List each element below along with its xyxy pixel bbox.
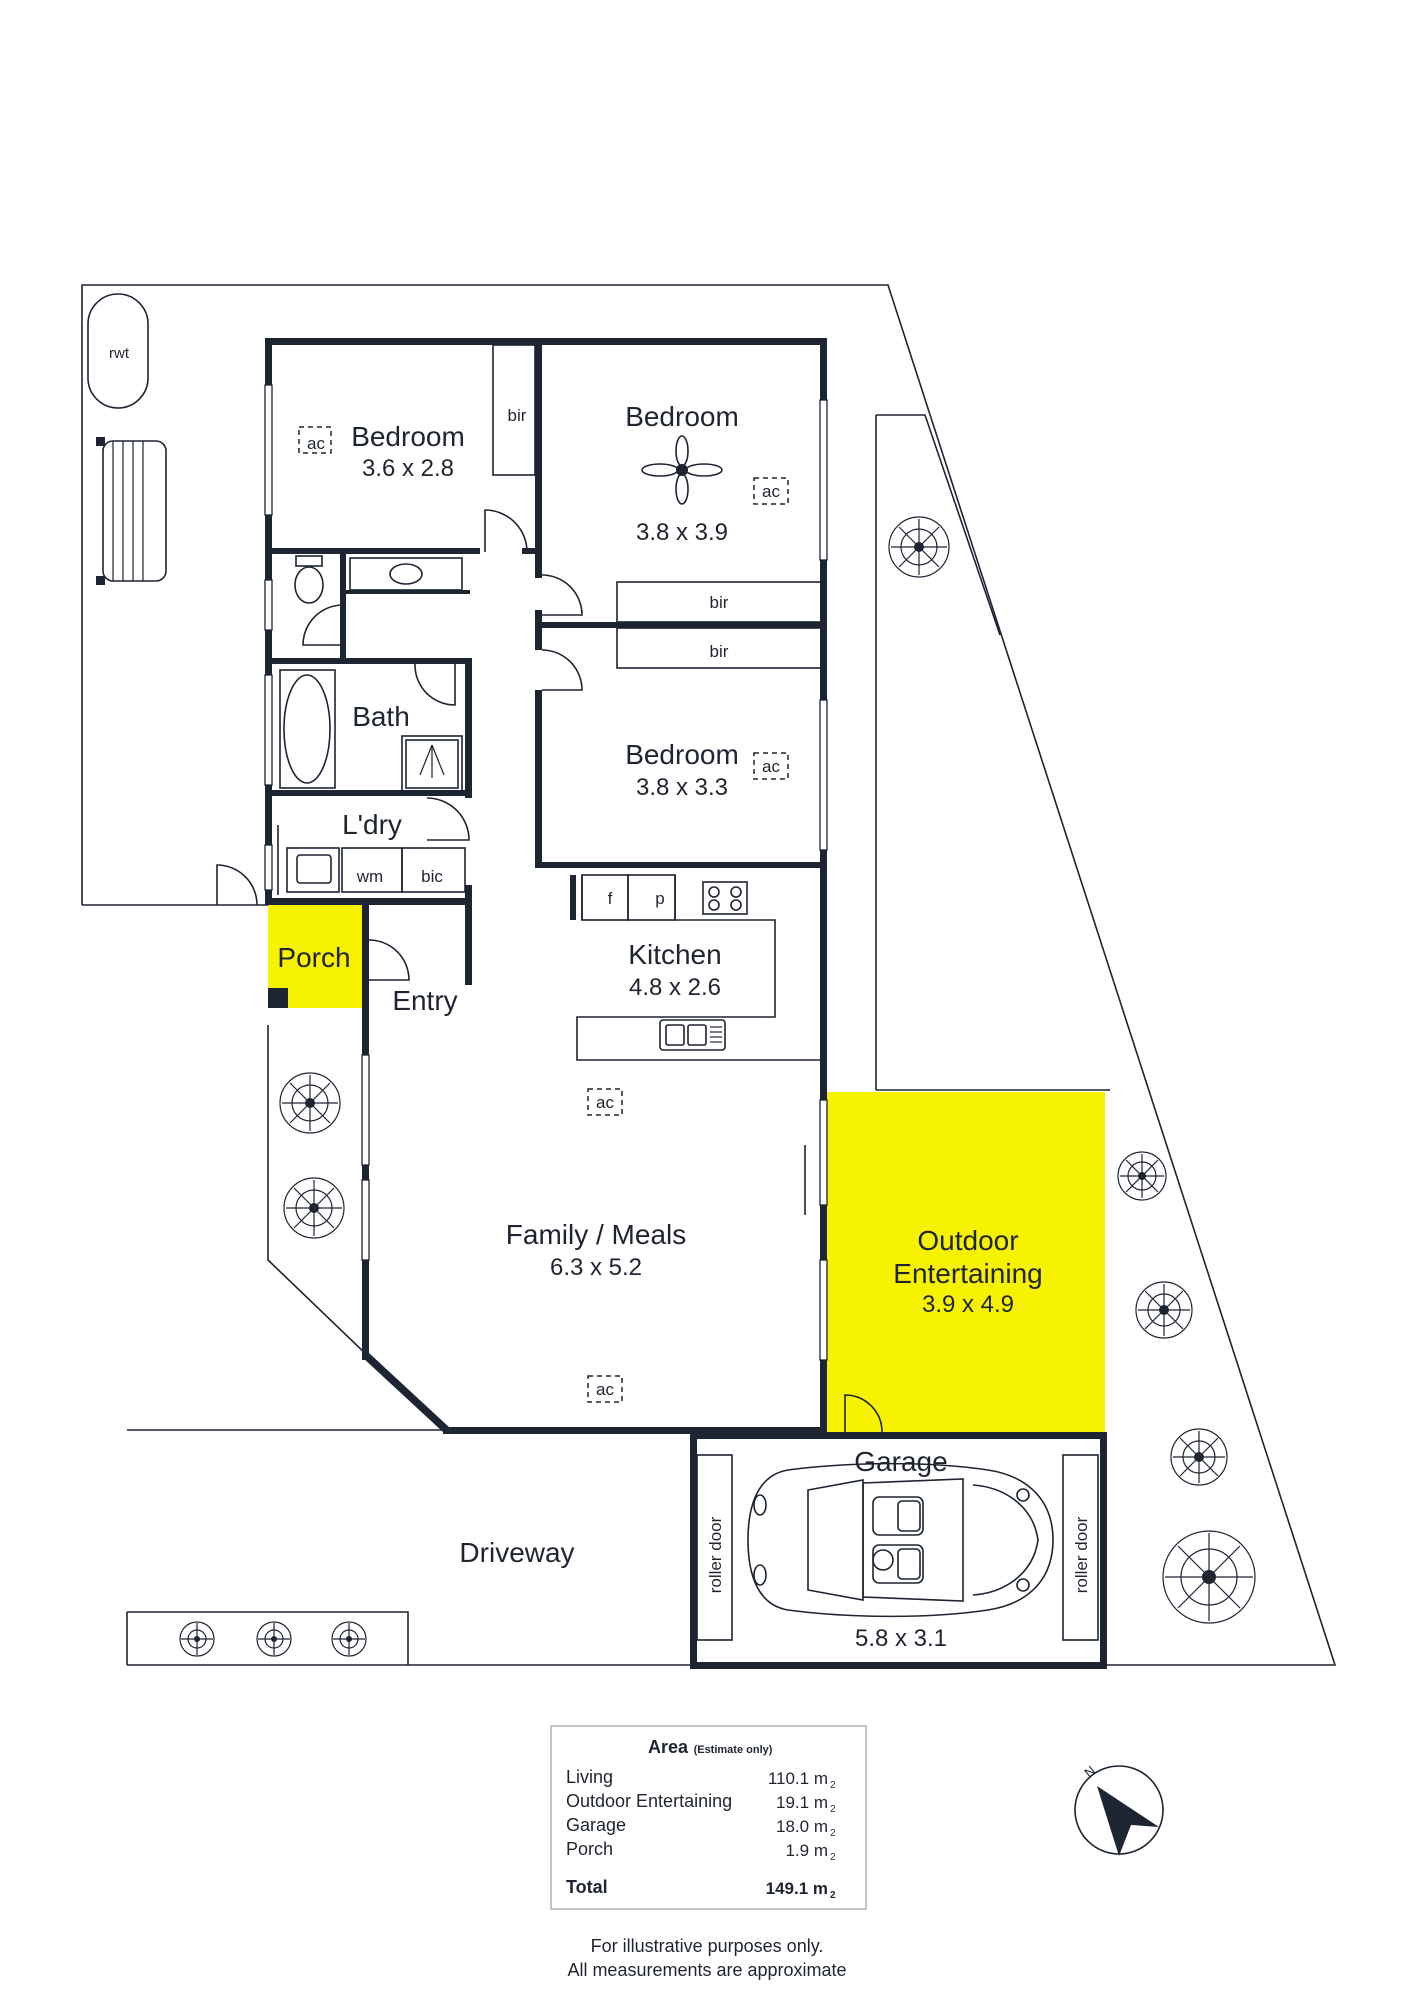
family-name: Family / Meals — [506, 1219, 686, 1250]
area-row-label: Outdoor Entertaining — [566, 1791, 732, 1811]
laundry-trough-icon — [277, 825, 340, 895]
bir-label-bedroom3: bir — [710, 642, 729, 661]
fridge-label: f — [608, 889, 613, 908]
entry-name: Entry — [392, 985, 457, 1016]
area-row-value: 110.1 m — [768, 1769, 828, 1788]
area-row-label: Living — [566, 1767, 613, 1787]
area-total-label: Total — [566, 1877, 608, 1897]
area-row-label: Porch — [566, 1839, 613, 1859]
clothesline — [96, 437, 167, 585]
area-unit-sup: 2 — [830, 1890, 836, 1901]
roller-doors — [696, 1454, 1099, 1641]
roller-door-left-label: roller door — [706, 1516, 725, 1593]
area-unit-sup: 2 — [830, 1828, 836, 1839]
ac-label-bedroom2: ac — [762, 482, 780, 501]
disclaimer-line1: For illustrative purposes only. — [591, 1936, 824, 1956]
shower-icon — [401, 735, 463, 793]
laundry-name: L'dry — [342, 809, 402, 840]
outdoor-name-line1: Outdoor — [917, 1225, 1018, 1256]
area-row-label: Garage — [566, 1815, 626, 1835]
kitchen-name: Kitchen — [628, 939, 721, 970]
ceiling-fan-icon — [641, 435, 723, 505]
bedroom3-dims: 3.8 x 3.3 — [636, 774, 728, 801]
porch-post — [268, 988, 288, 1008]
family-dims: 6.3 x 5.2 — [550, 1254, 642, 1281]
bir-label-bedroom2: bir — [710, 593, 729, 612]
built-ins — [341, 344, 823, 893]
area-row-value: 18.0 m — [776, 1817, 828, 1836]
kitchen-dims: 4.8 x 2.6 — [629, 974, 721, 1001]
area-unit-sup: 2 — [830, 1804, 836, 1815]
area-subtitle: (Estimate only) — [694, 1744, 773, 1756]
ac-label-bedroom3: ac — [762, 757, 780, 776]
rwt-label: rwt — [109, 345, 130, 362]
toilet-icon — [294, 555, 324, 604]
garage-dims: 5.8 x 3.1 — [855, 1625, 947, 1652]
disclaimer-line2: All measurements are approximate — [567, 1960, 846, 1980]
area-title: Area — [648, 1737, 689, 1757]
area-row-value: 19.1 m — [776, 1793, 828, 1812]
area-unit-sup: 2 — [830, 1852, 836, 1863]
vanity-icon — [349, 557, 463, 591]
bathtub-icon — [279, 669, 336, 789]
outdoor-name-line2: Entertaining — [893, 1258, 1042, 1289]
doors — [216, 509, 883, 1433]
bedroom1-name: Bedroom — [351, 421, 465, 452]
bedroom2-dims: 3.8 x 3.9 — [636, 519, 728, 546]
windows — [264, 384, 828, 1361]
outdoor-dims: 3.9 x 4.9 — [922, 1291, 1014, 1318]
porch-name: Porch — [277, 942, 350, 973]
sink-icon — [659, 1019, 726, 1051]
bedroom1-dims: 3.6 x 2.8 — [362, 455, 454, 482]
bath-name: Bath — [352, 701, 410, 732]
area-row-value: 1.9 m — [785, 1841, 828, 1860]
wm-label: wm — [356, 867, 383, 886]
area-table: Area (Estimate only) Living 110.1 m 2 Ou… — [550, 1725, 867, 1910]
bic-label: bic — [421, 867, 443, 886]
roller-door-right-label: roller door — [1072, 1516, 1091, 1593]
pantry-label: p — [655, 889, 664, 908]
tree-icons — [179, 516, 1256, 1657]
ac-label-family2: ac — [596, 1380, 614, 1399]
outdoor-entertaining-area — [822, 1092, 1105, 1432]
bir-label-bedroom1: bir — [508, 406, 527, 425]
car-icon — [747, 1462, 1054, 1618]
kitchen-fittings — [570, 874, 820, 1061]
compass-north-label: N — [1081, 1763, 1098, 1781]
ac-label-bedroom1: ac — [307, 434, 325, 453]
ac-label-family1: ac — [596, 1093, 614, 1112]
site-boundary — [81, 284, 1337, 1666]
rainwater-tank — [87, 293, 149, 409]
area-total-value: 149.1 m — [766, 1879, 828, 1898]
area-unit-sup: 2 — [830, 1780, 836, 1791]
cooktop-icon — [702, 881, 748, 915]
garage-name: Garage — [854, 1446, 947, 1477]
bedroom2-name: Bedroom — [625, 401, 739, 432]
ac-units — [298, 426, 789, 1403]
compass-icon: N — [1074, 1763, 1164, 1856]
driveway-name: Driveway — [459, 1537, 574, 1568]
bedroom3-name: Bedroom — [625, 739, 739, 770]
